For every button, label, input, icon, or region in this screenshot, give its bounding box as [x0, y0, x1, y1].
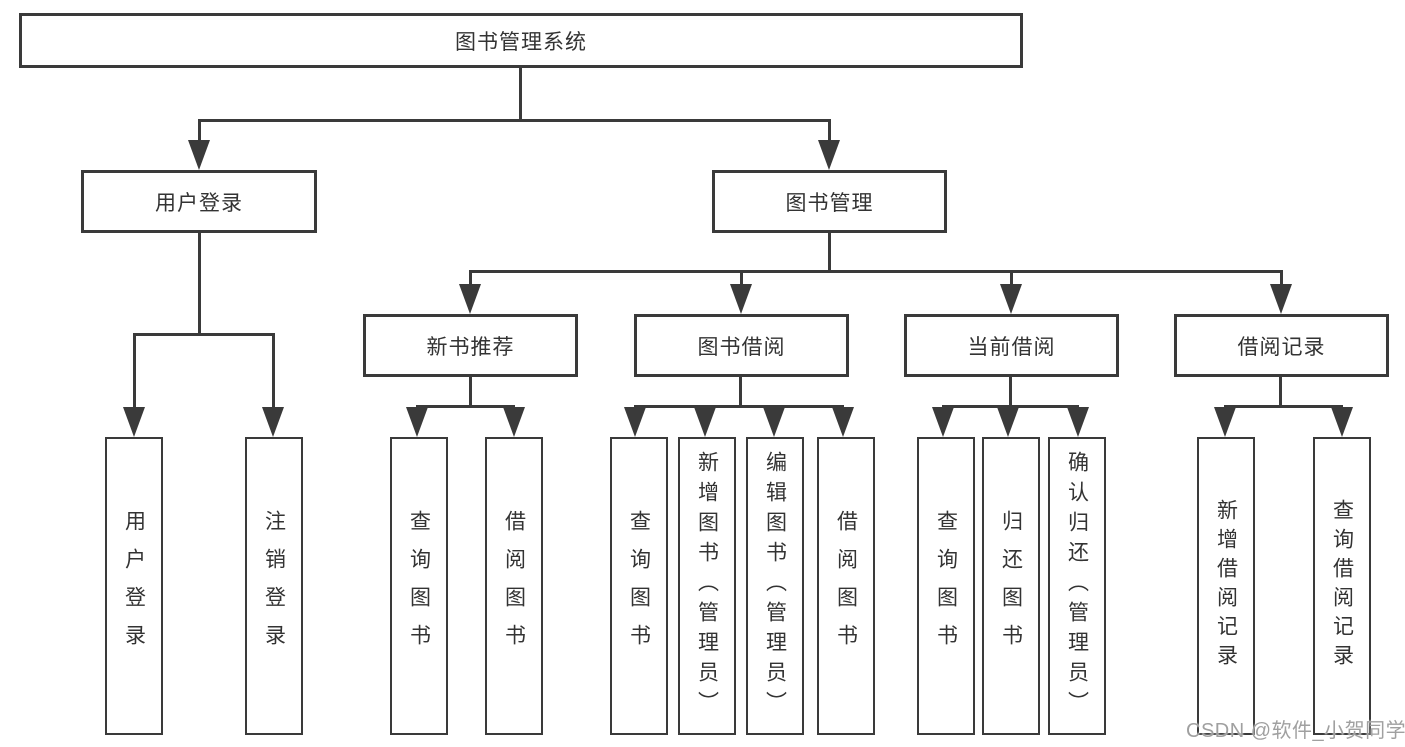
arrowhead-cb-return-books	[997, 407, 1019, 437]
connector-borrow-records-hbar	[1224, 405, 1343, 408]
leaf-label: 归还图书	[999, 510, 1023, 662]
leaf-label: 编辑图书（管理员）	[763, 451, 787, 721]
leaf-bb-add-books-admin: 新增图书（管理员）	[678, 437, 736, 735]
arrowhead-to-borrow-records	[1270, 284, 1292, 314]
connector-borrow-records-stem	[1279, 377, 1282, 408]
connector-drop-book-borrow	[740, 270, 743, 286]
leaf-cb-query-books: 查询图书	[917, 437, 975, 735]
leaf-br-add-borrow-record: 新增借阅记录	[1197, 437, 1255, 735]
arrowhead-to-book-management	[818, 140, 840, 170]
arrowhead-to-user-login	[188, 140, 210, 170]
node-book-management: 图书管理	[712, 170, 947, 233]
arrowhead-to-current-borrow	[1000, 284, 1022, 314]
leaf-bb-query-books: 查询图书	[610, 437, 668, 735]
arrowhead-bb-query-books	[624, 407, 646, 437]
csdn-watermark: CSDN @软件_小贺同学	[1186, 720, 1405, 742]
arrowhead-cb-query-books	[932, 407, 954, 437]
node-label: 图书管理系统	[455, 30, 587, 54]
connector-root-right-drop	[828, 119, 831, 142]
node-label: 图书管理	[785, 191, 874, 215]
leaf-nb-borrow-books: 借阅图书	[485, 437, 543, 735]
connector-root-stem	[519, 68, 522, 121]
connector-book-mgmt-stem	[828, 233, 831, 272]
connector-user-login-left-drop	[133, 333, 136, 408]
leaf-logout: 注销登录	[245, 437, 303, 735]
arrowhead-to-new-book-recommend	[459, 284, 481, 314]
leaf-label: 查询图书	[407, 510, 431, 662]
leaf-bb-edit-books-admin: 编辑图书（管理员）	[746, 437, 804, 735]
leaf-user-login: 用户登录	[105, 437, 163, 735]
connector-current-borrow-stem	[1009, 377, 1012, 408]
arrowhead-br-query-record	[1331, 407, 1353, 437]
connector-drop-new-book	[469, 270, 472, 286]
node-library-management-system: 图书管理系统	[19, 13, 1023, 68]
connector-root-hbar	[198, 119, 831, 122]
leaf-label: 新增图书（管理员）	[695, 451, 719, 721]
arrowhead-to-leaf-logout	[262, 407, 284, 437]
connector-root-left-drop	[198, 119, 201, 142]
node-label: 用户登录	[155, 191, 243, 215]
connector-book-borrow-stem	[739, 377, 742, 408]
leaf-nb-query-books: 查询图书	[390, 437, 448, 735]
leaf-br-query-borrow-record: 查询借阅记录	[1313, 437, 1371, 735]
node-label: 当前借阅	[967, 335, 1056, 359]
arrowhead-to-book-borrow	[730, 284, 752, 314]
node-current-borrow: 当前借阅	[904, 314, 1119, 377]
connector-user-login-right-drop	[272, 333, 275, 408]
leaf-label: 查询图书	[934, 510, 958, 662]
leaf-cb-confirm-return-admin: 确认归还（管理员）	[1048, 437, 1106, 735]
connector-book-borrow-hbar	[634, 405, 844, 408]
connector-drop-borrow-records	[1280, 270, 1283, 286]
connector-book-mgmt-hbar	[469, 270, 1283, 273]
arrowhead-br-add-record	[1214, 407, 1236, 437]
connector-user-login-hbar	[133, 333, 275, 336]
connector-current-borrow-hbar	[942, 405, 1079, 408]
node-user-login: 用户登录	[81, 170, 317, 233]
leaf-label: 新增借阅记录	[1214, 499, 1238, 673]
node-label: 借阅记录	[1237, 335, 1326, 359]
leaf-label: 注销登录	[262, 510, 286, 662]
leaf-label: 借阅图书	[502, 510, 526, 662]
arrowhead-nb-borrow-books	[503, 407, 525, 437]
leaf-cb-return-books: 归还图书	[982, 437, 1040, 735]
leaf-label: 确认归还（管理员）	[1065, 451, 1089, 721]
node-new-book-recommend: 新书推荐	[363, 314, 578, 377]
arrowhead-cb-confirm-return	[1067, 407, 1089, 437]
connector-drop-current-borrow	[1010, 270, 1013, 286]
connector-new-book-hbar	[416, 405, 515, 408]
arrowhead-bb-borrow-books	[832, 407, 854, 437]
leaf-label: 查询借阅记录	[1330, 499, 1354, 673]
node-label: 图书借阅	[697, 335, 786, 359]
leaf-label: 查询图书	[627, 510, 651, 662]
arrowhead-bb-edit-books	[763, 407, 785, 437]
node-book-borrow: 图书借阅	[634, 314, 849, 377]
node-borrow-records: 借阅记录	[1174, 314, 1389, 377]
leaf-bb-borrow-books: 借阅图书	[817, 437, 875, 735]
leaf-label: 借阅图书	[834, 510, 858, 662]
arrowhead-nb-query-books	[406, 407, 428, 437]
arrowhead-bb-add-books	[694, 407, 716, 437]
connector-user-login-stem	[198, 233, 201, 336]
arrowhead-to-leaf-user-login	[123, 407, 145, 437]
leaf-label: 用户登录	[122, 510, 146, 662]
node-label: 新书推荐	[426, 335, 515, 359]
connector-new-book-stem	[469, 377, 472, 408]
